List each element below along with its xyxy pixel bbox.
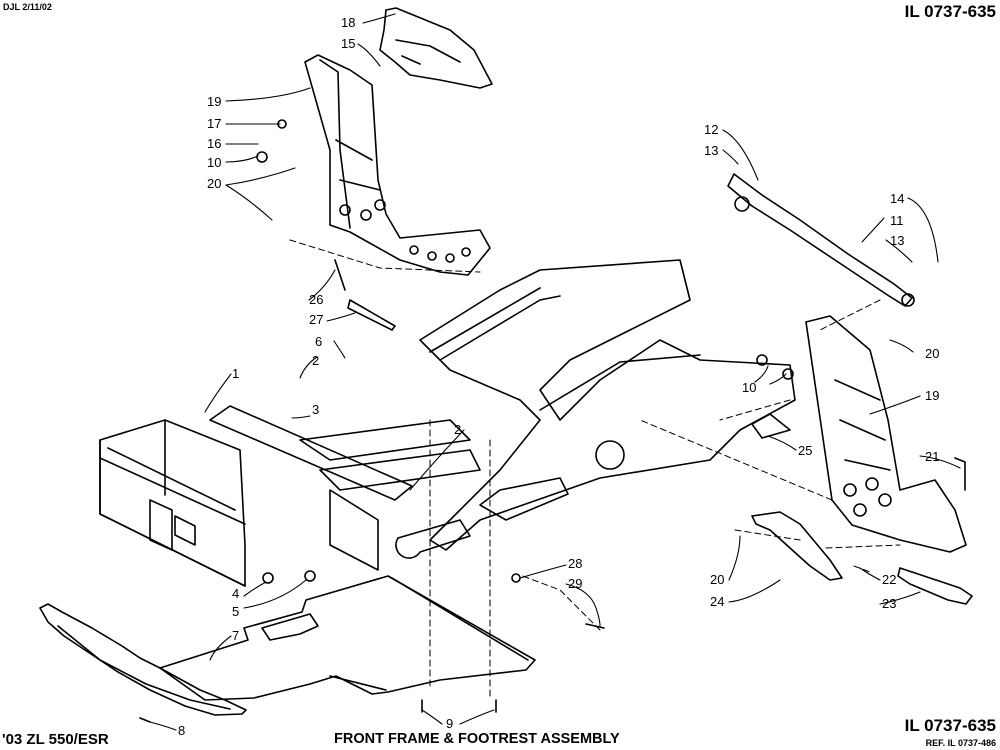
callout-11: 11 [890, 213, 904, 228]
callout-24: 24 [710, 594, 724, 609]
callout-20c: 20 [710, 572, 724, 587]
callout-21: 21 [925, 449, 939, 464]
callout-10a: 10 [207, 155, 221, 170]
crossmember-tube [395, 519, 471, 559]
callout-2b: 2 [454, 422, 461, 437]
right-side-panel [805, 315, 967, 553]
illustration-number-top: IL 0737-635 [904, 2, 996, 21]
brace-plate [751, 413, 791, 439]
callout-27: 27 [309, 312, 323, 327]
callout-4: 4 [232, 586, 239, 601]
callout-29: 29 [568, 576, 582, 591]
callout-16: 16 [207, 136, 221, 151]
reference-number: REF. IL 0737-486 [925, 738, 996, 748]
callout-13a: 13 [704, 143, 718, 158]
callout-19a: 19 [207, 94, 221, 109]
floor-pan [159, 575, 536, 701]
steering-shaft [727, 173, 913, 307]
callout-2a: 2 [312, 353, 319, 368]
callout-6: 6 [315, 334, 322, 349]
footrest-bracket [751, 511, 843, 581]
illustration-number-bottom: IL 0737-635 [904, 716, 996, 735]
steering-support-plate [304, 54, 491, 276]
front-crossmember [209, 405, 413, 501]
callout-3: 3 [312, 402, 319, 417]
callout-22: 22 [882, 572, 896, 587]
callout-14: 14 [890, 191, 904, 206]
callout-9: 9 [446, 716, 453, 731]
callout-1: 1 [232, 366, 239, 381]
callout-23: 23 [882, 596, 896, 611]
callout-10b: 10 [742, 380, 756, 395]
callout-13b: 13 [890, 233, 904, 248]
upper-console [379, 7, 493, 89]
callout-17: 17 [207, 116, 221, 131]
footrest-bar [897, 567, 973, 605]
tunnel-frame [419, 259, 796, 551]
callout-19b: 19 [925, 388, 939, 403]
callout-15: 15 [341, 36, 355, 51]
callout-7: 7 [232, 628, 239, 643]
drafter-note: DJL 2/11/02 [3, 2, 52, 12]
callout-28: 28 [568, 556, 582, 571]
callout-20a: 20 [207, 176, 221, 191]
callout-5: 5 [232, 604, 239, 619]
front-bumper-box [99, 419, 246, 587]
model-label: '03 ZL 550/ESR [2, 731, 109, 748]
diagram-title: FRONT FRAME & FOOTREST ASSEMBLY [334, 731, 620, 747]
callout-18: 18 [341, 15, 355, 30]
callout-20b: 20 [925, 346, 939, 361]
callout-12: 12 [704, 122, 718, 137]
callout-25: 25 [798, 443, 812, 458]
callout-8: 8 [178, 723, 185, 738]
skid-plate [39, 603, 247, 716]
callout-26: 26 [309, 292, 323, 307]
